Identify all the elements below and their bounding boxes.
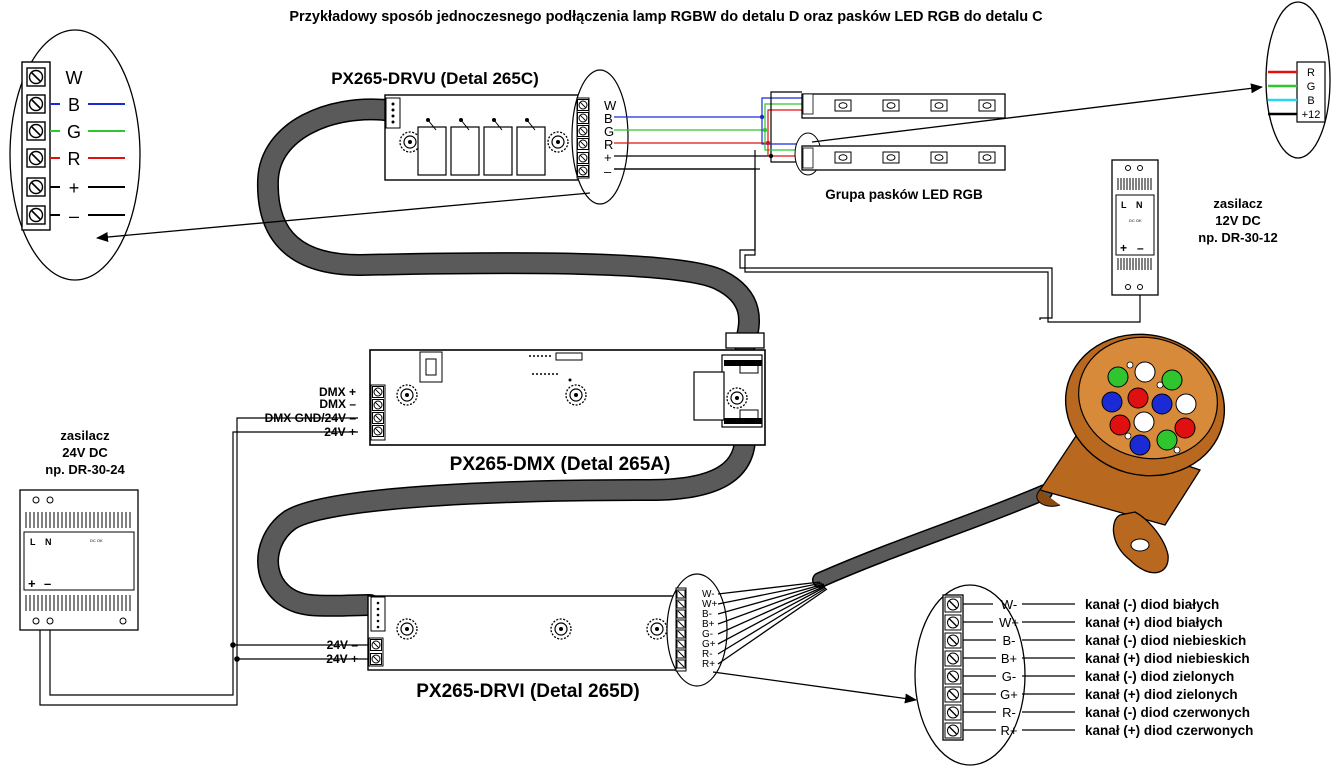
psu24-label-line2: 24V DC xyxy=(62,445,108,460)
channel-description: kanał (+) diod czerwonych xyxy=(1085,723,1253,738)
psu24-label-line1: zasilacz xyxy=(60,428,110,443)
cable xyxy=(256,98,765,617)
drvi-terminal-label: B+ xyxy=(702,619,715,630)
channel-description: kanał (+) diod białych xyxy=(1085,615,1223,630)
zoom-terminal-label: B xyxy=(68,95,80,115)
drvi-module-label: PX265-DRVI (Detal 265D) xyxy=(416,681,640,702)
channel-descriptions: kanał (-) diod białych kanał (+) diod bi… xyxy=(1085,597,1253,738)
drvi-zoom-label: G+ xyxy=(1000,687,1018,702)
psu24-dcok: DC OK xyxy=(90,538,103,543)
drvu-terminal-label: W xyxy=(604,98,617,113)
drvu-board xyxy=(384,94,586,181)
psu24-plus: + xyxy=(28,576,36,591)
led-group-label: Grupa pasków LED RGB xyxy=(825,187,983,202)
drvu-terminal-label: B xyxy=(604,111,613,126)
psu24-minus: – xyxy=(44,576,51,591)
zoom-terminal-label: R xyxy=(68,149,81,169)
dmx-terminal-label: DMX + xyxy=(319,385,356,399)
psu12-plus: + xyxy=(1120,241,1127,255)
drvi-zoom-label: R- xyxy=(1002,705,1016,720)
drvu-terminal-zoom: W B G R + – xyxy=(9,29,141,281)
psu12-wire xyxy=(744,150,1141,323)
drvi-zoom-label: W- xyxy=(1001,597,1017,612)
psu24-N: N xyxy=(45,537,52,547)
strip-terminal-label: G xyxy=(1307,81,1316,93)
channel-description: kanał (-) diod czerwonych xyxy=(1085,705,1250,720)
psu12-label-line2: 12V DC xyxy=(1215,213,1261,228)
drvi-zoom-label: W+ xyxy=(999,615,1019,630)
drvi-zoom-label: G- xyxy=(1002,669,1016,684)
drvi-terminal-label: G- xyxy=(702,629,713,640)
lamp-cable xyxy=(812,484,1053,588)
rgb-wires xyxy=(614,91,1053,320)
dmx-board xyxy=(369,349,766,446)
psu24-wires xyxy=(39,417,370,706)
drvi-terminal-label: G+ xyxy=(702,639,716,650)
strip-terminal-label: B xyxy=(1307,95,1314,107)
psu12-dcok: DC OK xyxy=(1129,218,1142,223)
psu12-label-line3: np. DR-30-12 xyxy=(1198,230,1277,245)
channel-description: kanał (+) diod zielonych xyxy=(1085,687,1238,702)
psu12-label-line1: zasilacz xyxy=(1213,196,1263,211)
led-lamp-icon xyxy=(1036,333,1226,574)
drvi-terminal-block: W- W+ B- B+ G- G+ R- R+ xyxy=(666,573,728,687)
drvi-zoom-label: R+ xyxy=(1001,723,1018,738)
zoom-terminal-label: G xyxy=(67,122,81,142)
zoom-terminal-label: + xyxy=(69,178,80,198)
dmx-terminal-label: DMX – xyxy=(319,397,356,411)
drvi-terminal-label: R- xyxy=(702,649,713,660)
channel-description: kanał (-) diod białych xyxy=(1085,597,1219,612)
channel-description: kanał (+) diod niebieskich xyxy=(1085,651,1250,666)
diagram-title: Przykładowy sposób jednoczesnego podłącz… xyxy=(289,9,1043,25)
psu-24v: L N DC OK + – xyxy=(19,489,139,631)
drvu-module-label: PX265-DRVU (Detal 265C) xyxy=(331,69,539,88)
drvu-terminal-label: + xyxy=(604,150,612,165)
drvi-terminal-label: W+ xyxy=(702,599,717,610)
drvu-terminal-label: – xyxy=(604,164,612,179)
strip-terminal-zoom: R G B +12 xyxy=(1265,1,1331,159)
zoom-terminal-label: – xyxy=(69,206,79,226)
drvi-terminal-zoom: W- W+ B- B+ G- G+ R- R+ xyxy=(914,584,1075,766)
dmx-module-label: PX265-DMX (Detal 265A) xyxy=(450,454,671,475)
drvi-zoom-label: B+ xyxy=(1001,651,1017,666)
psu-12v: L N DC OK + – xyxy=(1111,159,1159,296)
drvi-zoom-label: B- xyxy=(1003,633,1016,648)
drvi-power-label: 24V + xyxy=(326,652,358,666)
strip-zoom-arrow xyxy=(811,83,1263,143)
drvi-zoom-arrow xyxy=(712,671,917,704)
drvi-terminal-label: W- xyxy=(702,589,715,600)
psu12-L: L xyxy=(1121,200,1127,210)
drvi-terminal-label: B- xyxy=(702,609,712,620)
channel-description: kanał (-) diod niebieskich xyxy=(1085,633,1246,648)
channel-description: kanał (-) diod zielonych xyxy=(1085,669,1234,684)
led-strip-bottom xyxy=(794,132,1006,176)
zoom-arrow xyxy=(96,192,591,242)
psu12-N: N xyxy=(1136,200,1143,210)
zoom-terminal-label: W xyxy=(66,68,83,88)
led-strip-top xyxy=(801,93,1006,119)
drvu-terminal-block: W B G R + – xyxy=(571,69,629,205)
psu12-minus: – xyxy=(1137,241,1144,255)
lamp-wires xyxy=(717,581,828,665)
psu24-L: L xyxy=(30,537,36,547)
drvu-terminal-label: R xyxy=(604,137,613,152)
strip-terminal-label: R xyxy=(1307,67,1315,79)
psu24-label-line3: np. DR-30-24 xyxy=(45,462,125,477)
drvi-board xyxy=(367,595,689,671)
strip-terminal-label: +12 xyxy=(1302,109,1321,121)
drvi-power-label: 24V – xyxy=(327,638,359,652)
drvi-terminal-label: R+ xyxy=(702,659,715,670)
drvu-terminal-label: G xyxy=(604,124,614,139)
